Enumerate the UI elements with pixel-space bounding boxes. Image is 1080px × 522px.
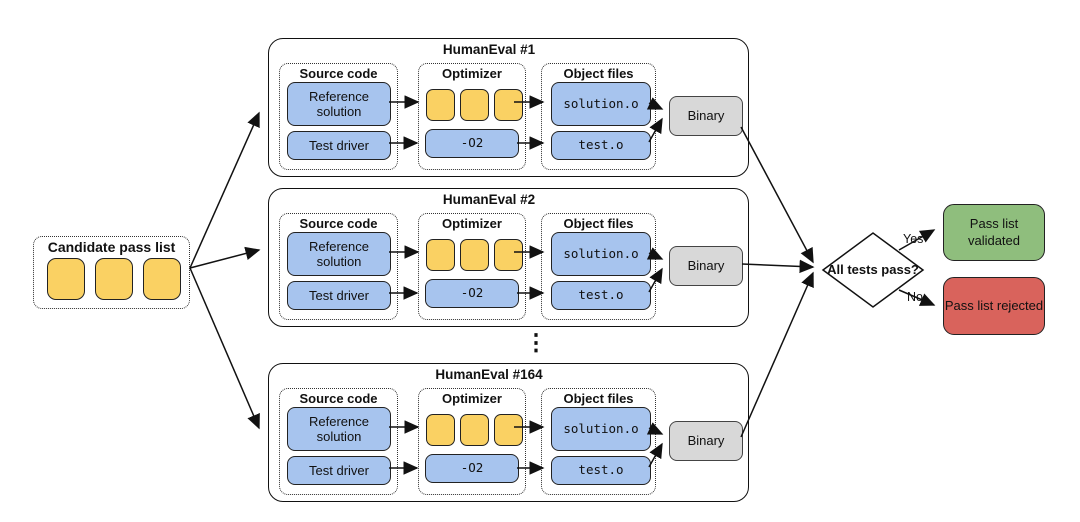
test-driver-box: Test driver <box>287 131 391 160</box>
optimizer-flag-box: -O2 <box>425 454 519 483</box>
optimizer-flag-box: -O2 <box>425 279 519 308</box>
pass-token <box>143 258 181 300</box>
object-files-label: Object files <box>563 66 634 81</box>
pass-token <box>460 414 489 446</box>
panel-title: HumanEval #2 <box>442 192 536 207</box>
pass-token <box>494 239 523 271</box>
reference-solution-box: Reference solution <box>287 232 391 276</box>
candidate-pass-list: Candidate pass list <box>33 236 190 309</box>
pass-token <box>494 89 523 121</box>
source-code-label: Source code <box>299 66 378 81</box>
test-object-box: test.o <box>551 281 651 310</box>
pass-token <box>426 239 455 271</box>
solution-object-box: solution.o <box>551 407 651 451</box>
solution-object-box: solution.o <box>551 232 651 276</box>
ellipsis: ⋮ <box>524 329 548 355</box>
humaneval-panel-2: HumanEval #2 Source code Reference solut… <box>268 188 749 327</box>
test-object-box: test.o <box>551 456 651 485</box>
optimizer-tokens <box>426 239 523 271</box>
pass-token <box>95 258 133 300</box>
humaneval-panel-1: HumanEval #1 Source code Reference solut… <box>268 38 749 177</box>
source-code-label: Source code <box>299 216 378 231</box>
panel-title: HumanEval #164 <box>435 367 543 382</box>
optimizer-tokens <box>426 89 523 121</box>
pass-token <box>494 414 523 446</box>
optimizer-tokens <box>426 414 523 446</box>
reference-solution-box: Reference solution <box>287 82 391 126</box>
test-driver-box: Test driver <box>287 456 391 485</box>
solution-object-box: solution.o <box>551 82 651 126</box>
no-label: No <box>907 290 923 304</box>
optimizer-label: Optimizer <box>442 66 502 81</box>
binary-box: Binary <box>669 96 743 136</box>
humaneval-panel-164: HumanEval #164 Source code Reference sol… <box>268 363 749 502</box>
test-driver-box: Test driver <box>287 281 391 310</box>
pass-token <box>460 89 489 121</box>
test-object-box: test.o <box>551 131 651 160</box>
object-files-label: Object files <box>563 391 634 406</box>
outcome-validated: Pass list validated <box>943 204 1045 261</box>
pass-token <box>426 89 455 121</box>
optimizer-flag-box: -O2 <box>425 129 519 158</box>
reference-solution-box: Reference solution <box>287 407 391 451</box>
candidate-pass-list-label: Candidate pass list <box>47 239 176 255</box>
optimizer-label: Optimizer <box>442 216 502 231</box>
yes-label: Yes <box>903 232 924 246</box>
optimizer-label: Optimizer <box>442 391 502 406</box>
candidate-tokens <box>47 258 181 300</box>
binary-box: Binary <box>669 421 743 461</box>
pass-token <box>426 414 455 446</box>
pass-token <box>460 239 489 271</box>
binary-box: Binary <box>669 246 743 286</box>
outcome-rejected: Pass list rejected <box>943 277 1045 335</box>
pass-token <box>47 258 85 300</box>
panel-title: HumanEval #1 <box>442 42 536 57</box>
object-files-label: Object files <box>563 216 634 231</box>
source-code-label: Source code <box>299 391 378 406</box>
decision-diamond: All tests pass? <box>827 262 919 278</box>
